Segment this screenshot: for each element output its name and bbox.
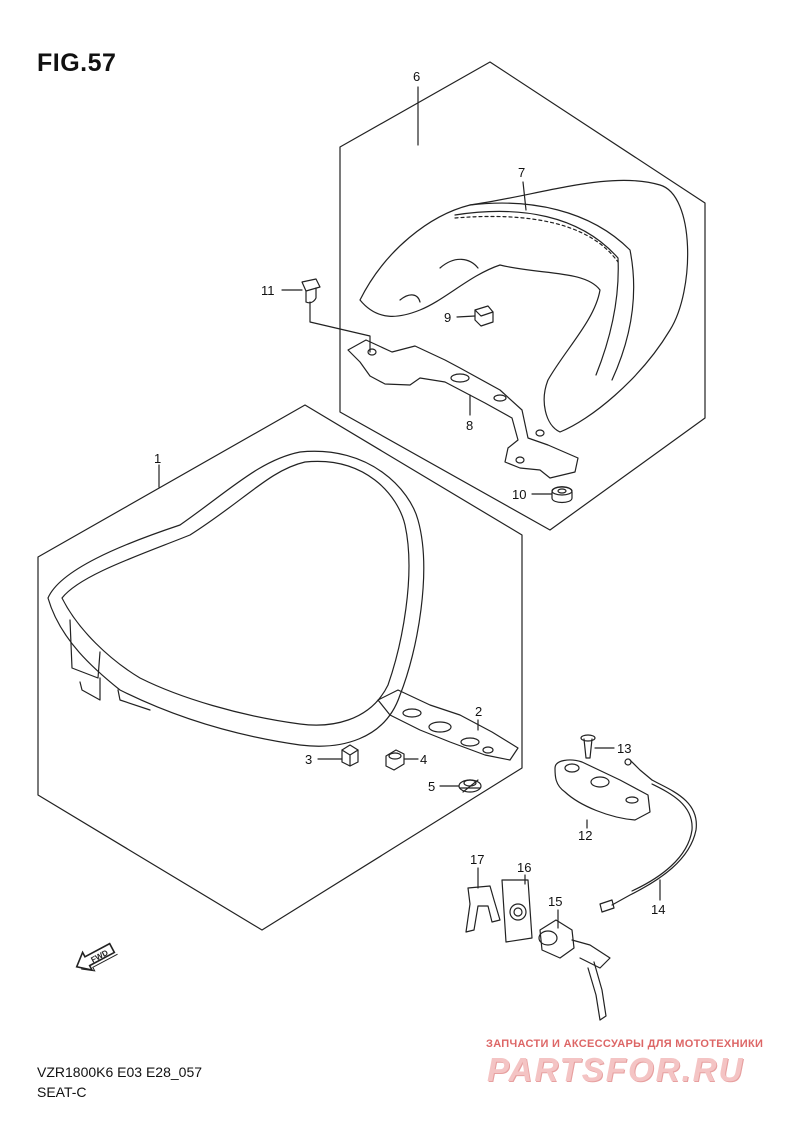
callout-15: 15 bbox=[548, 894, 562, 909]
callout-10: 10 bbox=[512, 487, 526, 502]
forward-arrow-icon: FWD bbox=[75, 942, 118, 972]
leader-7 bbox=[522, 181, 527, 211]
part-cable-14[interactable] bbox=[599, 758, 697, 913]
part-screw-13[interactable] bbox=[580, 734, 596, 759]
callout-3: 3 bbox=[305, 752, 312, 767]
part-clip-17[interactable] bbox=[465, 885, 501, 933]
callout-1: 1 bbox=[154, 451, 161, 466]
part-seat-bracket-8[interactable] bbox=[347, 339, 579, 479]
leader-11b bbox=[309, 301, 371, 353]
part-lock-bracket-12[interactable] bbox=[554, 759, 653, 821]
callout-4: 4 bbox=[420, 752, 427, 767]
part-pillion-seat[interactable] bbox=[359, 179, 689, 433]
callout-13: 13 bbox=[617, 741, 631, 756]
figure-title: FIG.57 bbox=[37, 49, 117, 77]
watermark-tagline: ЗАПЧАСТИ И АКСЕССУАРЫ ДЛЯ МОТОТЕХНИКИ bbox=[486, 1038, 764, 1050]
part-washer-5[interactable] bbox=[458, 779, 482, 793]
part-retainer-16[interactable] bbox=[501, 879, 533, 943]
part-lock-cylinder-15[interactable] bbox=[538, 919, 611, 1021]
callout-9: 9 bbox=[444, 310, 451, 325]
part-plate-2[interactable] bbox=[377, 689, 519, 761]
callout-17: 17 bbox=[470, 852, 484, 867]
watermark-logo: PARTSFOR.RU bbox=[487, 1051, 745, 1088]
callout-2: 2 bbox=[475, 704, 482, 719]
callout-5: 5 bbox=[428, 779, 435, 794]
part-cushion-9[interactable] bbox=[474, 305, 494, 327]
part-grommet-10[interactable] bbox=[551, 486, 573, 504]
callout-16: 16 bbox=[517, 860, 531, 875]
part-nut-4[interactable] bbox=[385, 749, 405, 771]
part-front-seat[interactable] bbox=[47, 450, 425, 747]
callout-6: 6 bbox=[413, 69, 420, 84]
callout-14: 14 bbox=[651, 902, 665, 917]
group-box-front-seat bbox=[37, 404, 523, 931]
callout-11: 11 bbox=[261, 283, 275, 298]
leader-9 bbox=[456, 315, 476, 318]
part-bolt-11[interactable] bbox=[301, 278, 321, 304]
section-name: SEAT-C bbox=[37, 1084, 87, 1100]
part-cushion-3[interactable] bbox=[341, 744, 359, 767]
group-box-rear-seat bbox=[339, 61, 706, 531]
callout-7: 7 bbox=[518, 165, 525, 180]
callout-8: 8 bbox=[466, 418, 473, 433]
callout-12: 12 bbox=[578, 828, 592, 843]
model-code: VZR1800K6 E03 E28_057 bbox=[37, 1064, 203, 1080]
